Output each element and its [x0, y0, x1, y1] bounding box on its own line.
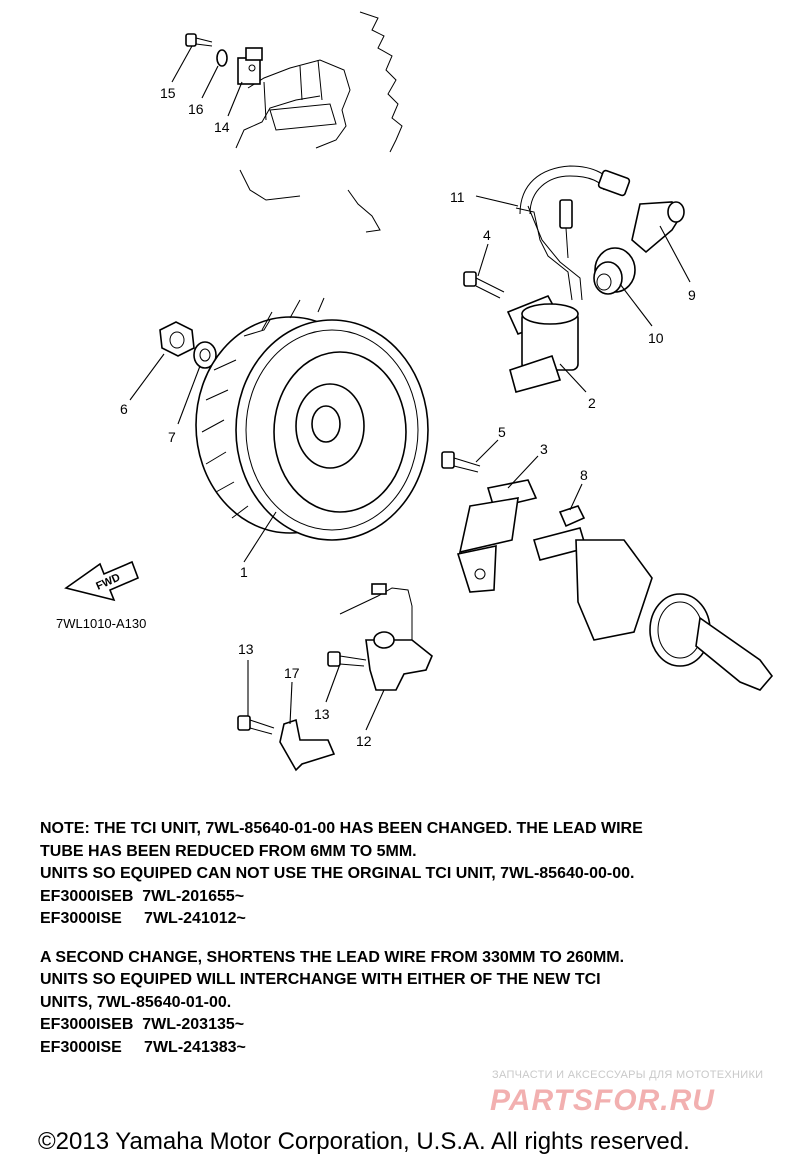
- pulser-coil-3: [456, 479, 538, 593]
- watermark-tagline: ЗАПЧАСТИ И АКСЕССУАРЫ ДЛЯ МОТОТЕХНИКИ: [492, 1069, 764, 1081]
- note-line: TUBE HAS BEEN REDUCED FROM 6MM TO 5MM.: [40, 842, 417, 860]
- note-line: UNITS, 7WL-85640-01-00.: [40, 993, 232, 1011]
- flywheel-1: [195, 297, 429, 541]
- figure-code: 7WL1010-A130: [56, 616, 146, 631]
- callout-1: 1: [240, 564, 248, 580]
- callout-16: 15: [160, 85, 176, 101]
- ignition-coil-2: [506, 294, 579, 393]
- exploded-parts-diagram: FWD 7WL1010-A130: [56, 11, 774, 772]
- callout-9: 9: [688, 287, 696, 303]
- note-line: EF3000ISE 7WL-241383~: [40, 1038, 246, 1056]
- high-tension-lead-11: [515, 165, 631, 301]
- crankshaft: [532, 527, 774, 691]
- washer-7: [193, 341, 217, 369]
- callout-4: 4: [483, 227, 491, 243]
- callout-numbers: 15 16 14 11 4 9 10 2 6 7 5 3 8 1 13 17 1…: [120, 85, 696, 749]
- plug-cap-9: [631, 201, 685, 254]
- note-line: UNITS SO EQUIPED CAN NOT USE THE ORGINAL…: [40, 865, 635, 882]
- bracket-14: [279, 718, 336, 772]
- callout-17: 16: [188, 101, 204, 117]
- tci-unit-12: [339, 583, 433, 691]
- leader-lines: [129, 45, 691, 731]
- callout-10: 10: [648, 330, 664, 346]
- nut-6: [159, 321, 195, 357]
- callout-8: 8: [580, 467, 588, 483]
- bolt-16: [185, 33, 213, 47]
- callout-11: 11: [450, 189, 465, 205]
- callout-12: 12: [356, 733, 372, 749]
- washer-17: [216, 49, 228, 67]
- bolt-5: [441, 451, 481, 473]
- clamp-15: [237, 47, 263, 85]
- callout-6: 6: [120, 401, 128, 417]
- note-line: NOTE: THE TCI UNIT, 7WL-85640-01-00 HAS …: [40, 820, 643, 837]
- watermark-logo: PARTSFOR.RU: [490, 1084, 715, 1117]
- callout-13-upper: 13: [238, 641, 254, 657]
- forward-arrow: FWD: [64, 560, 140, 602]
- grommet-10: [593, 247, 636, 295]
- note-line: EF3000ISEB 7WL-203135~: [40, 1016, 245, 1033]
- callout-14: 17: [284, 665, 300, 681]
- copyright-footer: ©2013 Yamaha Motor Corporation, U.S.A. A…: [38, 1128, 690, 1155]
- engine-case-outline: [235, 11, 403, 233]
- callout-2: 2: [588, 395, 596, 411]
- callout-7: 7: [168, 429, 176, 445]
- note-line: EF3000ISE 7WL-241012~: [40, 910, 246, 927]
- parts-notes: NOTE: THE TCI UNIT, 7WL-85640-01-00 HAS …: [40, 818, 780, 1059]
- bolt-13-lower: [237, 715, 275, 735]
- note-line: UNITS SO EQUIPED WILL INTERCHANGE WITH E…: [40, 971, 601, 988]
- callout-5: 5: [498, 424, 506, 440]
- callout-13-lower: 13: [314, 706, 330, 722]
- bolt-4: [463, 271, 505, 299]
- woodruff-key-8: [558, 505, 586, 528]
- callout-15: 14: [214, 119, 230, 135]
- note-line: EF3000ISEB 7WL-201655~: [40, 887, 245, 905]
- bolt-13-upper: [327, 651, 367, 667]
- callout-3: 3: [540, 441, 548, 457]
- note-line: A SECOND CHANGE, SHORTENS THE LEAD WIRE …: [40, 948, 625, 966]
